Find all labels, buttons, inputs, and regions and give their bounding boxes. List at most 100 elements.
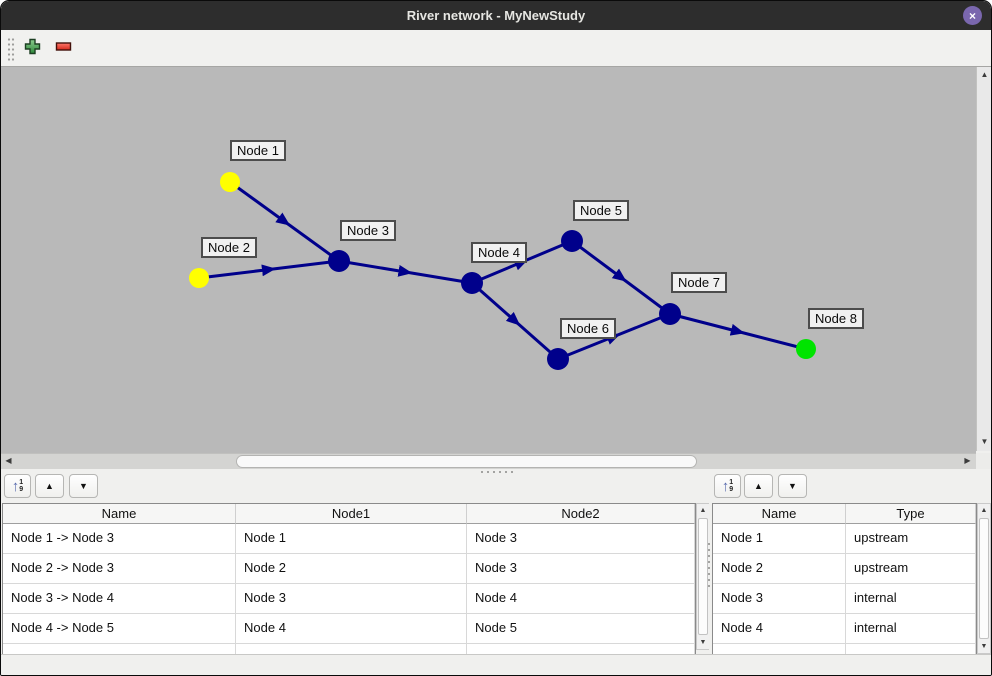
panel-splitter[interactable] <box>1 469 991 474</box>
table-cell[interactable] <box>846 644 976 654</box>
network-canvas[interactable]: Node 1 Node 2 Node 3 Node 4 Node 5 Node 6 Node… <box>1 67 976 453</box>
scrollbar-corner <box>976 453 991 469</box>
table-cell[interactable]: internal <box>846 584 976 614</box>
table-cell[interactable]: Node 3 <box>236 584 467 614</box>
graph-edge[interactable] <box>229 180 340 263</box>
panel-splitter-vertical[interactable] <box>706 541 712 587</box>
scroll-up-icon[interactable]: ▲ <box>980 507 988 514</box>
horizontal-scroll-thumb[interactable] <box>236 455 697 468</box>
table-cell[interactable]: Node 1 -> Node 3 <box>3 524 236 554</box>
table-cell[interactable]: upstream <box>846 524 976 554</box>
table-cell[interactable]: Node 2 <box>713 554 846 584</box>
table-cell[interactable]: Node 4 <box>467 584 695 614</box>
graph-node-label[interactable]: Node 4 <box>471 242 527 263</box>
column-header[interactable]: Name <box>3 504 236 524</box>
table-cell[interactable]: Node 5 <box>467 614 695 644</box>
graph-edge[interactable] <box>669 312 807 351</box>
table-cell[interactable]: Node 4 -> Node 5 <box>3 614 236 644</box>
graph-node[interactable] <box>461 272 483 294</box>
graph-node[interactable] <box>561 230 583 252</box>
scroll-up-icon[interactable]: ▲ <box>699 507 707 514</box>
canvas-horizontal-scrollbar[interactable]: ◀ ▶ <box>1 453 976 469</box>
scroll-right-icon[interactable]: ▶ <box>964 456 971 465</box>
down-triangle-icon: ▼ <box>788 481 797 491</box>
graph-edge[interactable] <box>198 259 340 280</box>
graph-node[interactable] <box>328 250 350 272</box>
graph-node-label[interactable]: Node 6 <box>560 318 616 339</box>
scroll-up-icon[interactable]: ▲ <box>980 70 989 79</box>
sort-ascending-icon: ↑ <box>11 477 20 495</box>
green-plus-icon <box>24 38 40 55</box>
add-node-button[interactable] <box>23 38 41 56</box>
table-cell[interactable]: Node 1 <box>236 524 467 554</box>
table-cell[interactable]: Node 2 <box>236 554 467 584</box>
column-header[interactable]: Name <box>713 504 846 524</box>
toolbar-grip-handle[interactable] <box>7 37 15 61</box>
graph-edge[interactable] <box>471 281 559 361</box>
window-title: River network - MyNewStudy <box>406 8 586 23</box>
table-row <box>3 644 695 654</box>
table-cell[interactable]: Node 2 -> Node 3 <box>3 554 236 584</box>
links-table-scrollbar[interactable]: ▲ ▼ <box>696 503 709 650</box>
graph-node-label[interactable]: Node 3 <box>340 220 396 241</box>
graph-node-label[interactable]: Node 7 <box>671 272 727 293</box>
graph-edge[interactable] <box>338 259 473 285</box>
nodes-table-scrollbar[interactable]: ▲ ▼ <box>977 503 991 654</box>
table-cell[interactable]: Node 4 <box>713 614 846 644</box>
table-row <box>713 644 976 654</box>
table-cell[interactable] <box>713 644 846 654</box>
table-cell[interactable]: Node 4 <box>236 614 467 644</box>
table-cell[interactable]: Node 1 <box>713 524 846 554</box>
graph-node-label[interactable]: Node 5 <box>573 200 629 221</box>
graph-node-label[interactable]: Node 1 <box>230 140 286 161</box>
left-move-down-button[interactable]: ▼ <box>69 474 98 498</box>
graph-node-label[interactable]: Node 8 <box>808 308 864 329</box>
graph-node[interactable] <box>189 268 209 288</box>
table-cell[interactable] <box>467 644 695 654</box>
table-cell[interactable] <box>3 644 236 654</box>
graph-node[interactable] <box>659 303 681 325</box>
column-header[interactable]: Type <box>846 504 976 524</box>
canvas-vertical-scrollbar[interactable]: ▲ ▼ <box>976 67 991 451</box>
column-header[interactable]: Node2 <box>467 504 695 524</box>
column-header[interactable]: Node1 <box>236 504 467 524</box>
table-cell[interactable]: Node 3 <box>713 584 846 614</box>
titlebar[interactable]: River network - MyNewStudy × <box>1 1 991 30</box>
graph-node[interactable] <box>547 348 569 370</box>
graph-edge[interactable] <box>571 239 671 316</box>
right-move-down-button[interactable]: ▼ <box>778 474 807 498</box>
table-cell[interactable]: internal <box>846 614 976 644</box>
scroll-thumb[interactable] <box>979 518 989 639</box>
scroll-down-icon[interactable]: ▼ <box>980 643 988 650</box>
scroll-left-icon[interactable]: ◀ <box>5 456 12 465</box>
scroll-down-icon[interactable]: ▼ <box>980 437 989 446</box>
close-button[interactable]: × <box>963 6 982 25</box>
table-cell[interactable]: Node 3 -> Node 4 <box>3 584 236 614</box>
left-move-up-button[interactable]: ▲ <box>35 474 64 498</box>
up-triangle-icon: ▲ <box>45 481 54 491</box>
graph-node-label[interactable]: Node 2 <box>201 237 257 258</box>
graph-node[interactable] <box>796 339 816 359</box>
right-move-up-button[interactable]: ▲ <box>744 474 773 498</box>
graph-node[interactable] <box>220 172 240 192</box>
table-cell[interactable]: Node 3 <box>467 554 695 584</box>
up-triangle-icon: ▲ <box>754 481 763 491</box>
table-cell[interactable] <box>236 644 467 654</box>
main-toolbar <box>1 30 991 67</box>
table-cell[interactable]: Node 3 <box>467 524 695 554</box>
remove-node-button[interactable] <box>54 38 72 56</box>
table-cell[interactable]: upstream <box>846 554 976 584</box>
scroll-down-icon[interactable]: ▼ <box>699 639 707 646</box>
